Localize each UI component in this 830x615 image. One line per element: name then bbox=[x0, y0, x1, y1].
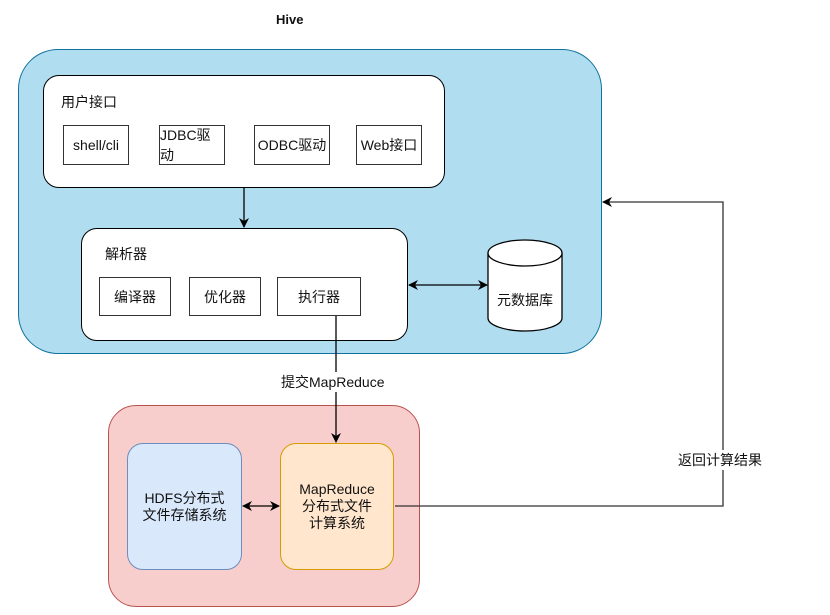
return-result-label: 返回计算结果 bbox=[677, 450, 763, 470]
executor-node[interactable]: 执行器 bbox=[277, 277, 361, 316]
hdfs-node[interactable]: HDFS分布式文件存储系统 bbox=[127, 443, 242, 570]
metastore-cylinder[interactable] bbox=[487, 239, 563, 332]
user-interface-label: 用户接口 bbox=[61, 94, 117, 110]
optimizer-node[interactable]: 优化器 bbox=[189, 277, 261, 316]
title-text: Hive bbox=[276, 12, 304, 27]
mapreduce-line-2: 分布式文件 bbox=[302, 498, 372, 514]
compiler-node[interactable]: 编译器 bbox=[99, 277, 171, 316]
parser-label: 解析器 bbox=[105, 246, 147, 262]
mapreduce-line-1: MapReduce bbox=[299, 481, 375, 497]
submit-mapreduce-label: 提交MapReduce bbox=[280, 372, 386, 392]
web-interface-node[interactable]: Web接口 bbox=[356, 125, 422, 165]
edge-return-result bbox=[395, 197, 724, 507]
jdbc-driver-node[interactable]: JDBC驱动 bbox=[159, 125, 225, 165]
metastore-label: 元数据库 bbox=[497, 292, 553, 308]
mapreduce-line-3: 计算系统 bbox=[309, 515, 365, 531]
hdfs-line-1: HDFS分布式 bbox=[144, 489, 225, 506]
hdfs-line-2: 文件存储系统 bbox=[142, 506, 227, 523]
odbc-driver-node[interactable]: ODBC驱动 bbox=[254, 125, 330, 165]
shell-cli-node[interactable]: shell/cli bbox=[63, 125, 129, 165]
